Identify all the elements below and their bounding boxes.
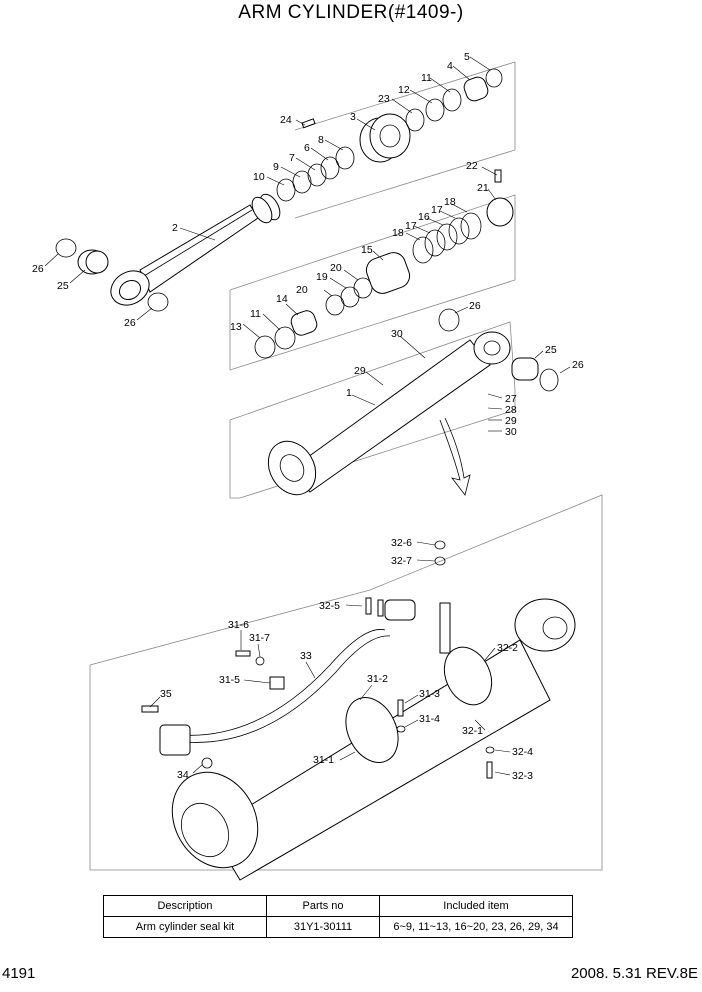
label-31-1: 31-1 <box>313 754 334 766</box>
label-32-4: 32-4 <box>512 746 533 758</box>
label-23: 23 <box>378 93 390 105</box>
label-32-5: 32-5 <box>319 600 340 612</box>
cylinder-tube <box>267 308 559 496</box>
label-27: 27 <box>505 393 517 405</box>
label-25-right: 25 <box>545 344 557 356</box>
label-30-clamp: 30 <box>391 328 403 340</box>
page-title: ARM CYLINDER(#1409-) <box>238 2 464 23</box>
label-29-right: 29 <box>505 415 517 427</box>
detail-cylinder <box>171 598 576 881</box>
label-6: 6 <box>304 142 310 154</box>
cell-description: Arm cylinder seal kit <box>103 916 267 938</box>
rod-cover-gland <box>301 113 411 163</box>
label-33: 33 <box>300 650 312 662</box>
label-31-4: 31-4 <box>419 713 440 725</box>
label-31-7: 31-7 <box>249 632 270 644</box>
label-31-6: 31-6 <box>228 619 249 631</box>
bushing-left <box>55 238 169 312</box>
detail-pipe-33 <box>159 599 451 756</box>
label-30-right: 30 <box>505 426 517 438</box>
label-11-mid: 11 <box>250 308 261 320</box>
label-7: 7 <box>289 152 295 164</box>
upper-frame <box>294 61 516 219</box>
label-34: 34 <box>177 769 189 781</box>
label-31-2: 31-2 <box>367 673 388 685</box>
label-26-right: 26 <box>572 359 584 371</box>
label-32-1: 32-1 <box>462 725 483 737</box>
gland-rings <box>405 68 503 132</box>
label-28: 28 <box>505 404 517 416</box>
table-row: Arm cylinder seal kit 31Y1-30111 6~9, 11… <box>103 916 573 938</box>
middle-frame <box>229 194 516 371</box>
label-1: 1 <box>346 387 352 399</box>
revision-date: 2008. 5.31 REV.8E <box>570 965 698 982</box>
label-18-right: 18 <box>444 196 456 208</box>
piston-rod <box>110 193 281 306</box>
leader-lines <box>44 56 571 776</box>
cell-included-item: 6~9, 11~13, 16~20, 23, 26, 29, 34 <box>379 916 573 938</box>
label-13: 13 <box>230 321 242 333</box>
label-26-rod: 26 <box>124 317 136 329</box>
label-14: 14 <box>276 293 288 305</box>
lower-frame <box>229 321 516 499</box>
detail-arrow <box>439 417 471 496</box>
label-11-top: 11 <box>421 72 432 84</box>
label-29-clamp: 29 <box>354 365 366 377</box>
label-12: 12 <box>398 84 410 96</box>
label-32-2: 32-2 <box>497 642 518 654</box>
label-26-left: 26 <box>32 263 44 275</box>
label-20-left: 20 <box>296 284 308 296</box>
label-24: 24 <box>280 114 292 126</box>
cell-parts-no: 31Y1-30111 <box>266 916 380 938</box>
label-4: 4 <box>447 60 453 72</box>
label-8: 8 <box>318 134 324 146</box>
label-31-3: 31-3 <box>419 688 440 700</box>
label-20-right: 20 <box>330 262 342 274</box>
label-25-left: 25 <box>57 280 69 292</box>
label-19: 19 <box>316 271 328 283</box>
label-32-7: 32-7 <box>391 555 412 567</box>
label-9: 9 <box>273 161 279 173</box>
label-32-3: 32-3 <box>512 770 533 782</box>
label-17-left: 17 <box>405 220 417 232</box>
label-10: 10 <box>253 171 265 183</box>
rod-seal-rings <box>276 146 355 202</box>
piston-assembly <box>254 169 514 359</box>
label-15: 15 <box>361 244 373 256</box>
label-26-tube: 26 <box>469 300 481 312</box>
detail-bolts <box>141 540 495 779</box>
label-17-right: 17 <box>431 204 443 216</box>
table-header-row: Description Parts no Included item <box>103 895 573 917</box>
label-18-left: 18 <box>392 227 404 239</box>
label-35: 35 <box>160 688 172 700</box>
label-22: 22 <box>466 160 478 172</box>
header-description: Description <box>103 895 267 917</box>
header-parts-no: Parts no <box>266 895 380 917</box>
label-5: 5 <box>464 51 470 63</box>
label-3: 3 <box>350 111 356 123</box>
header-included-item: Included item <box>379 895 573 917</box>
page-number: 4191 <box>2 965 36 982</box>
label-21: 21 <box>477 182 489 194</box>
label-2: 2 <box>172 222 178 234</box>
label-16: 16 <box>418 211 430 223</box>
label-32-6: 32-6 <box>391 537 412 549</box>
label-31-5: 31-5 <box>219 674 240 686</box>
seal-kit-table: Description Parts no Included item Arm c… <box>103 895 573 938</box>
detail-frame <box>89 494 603 871</box>
